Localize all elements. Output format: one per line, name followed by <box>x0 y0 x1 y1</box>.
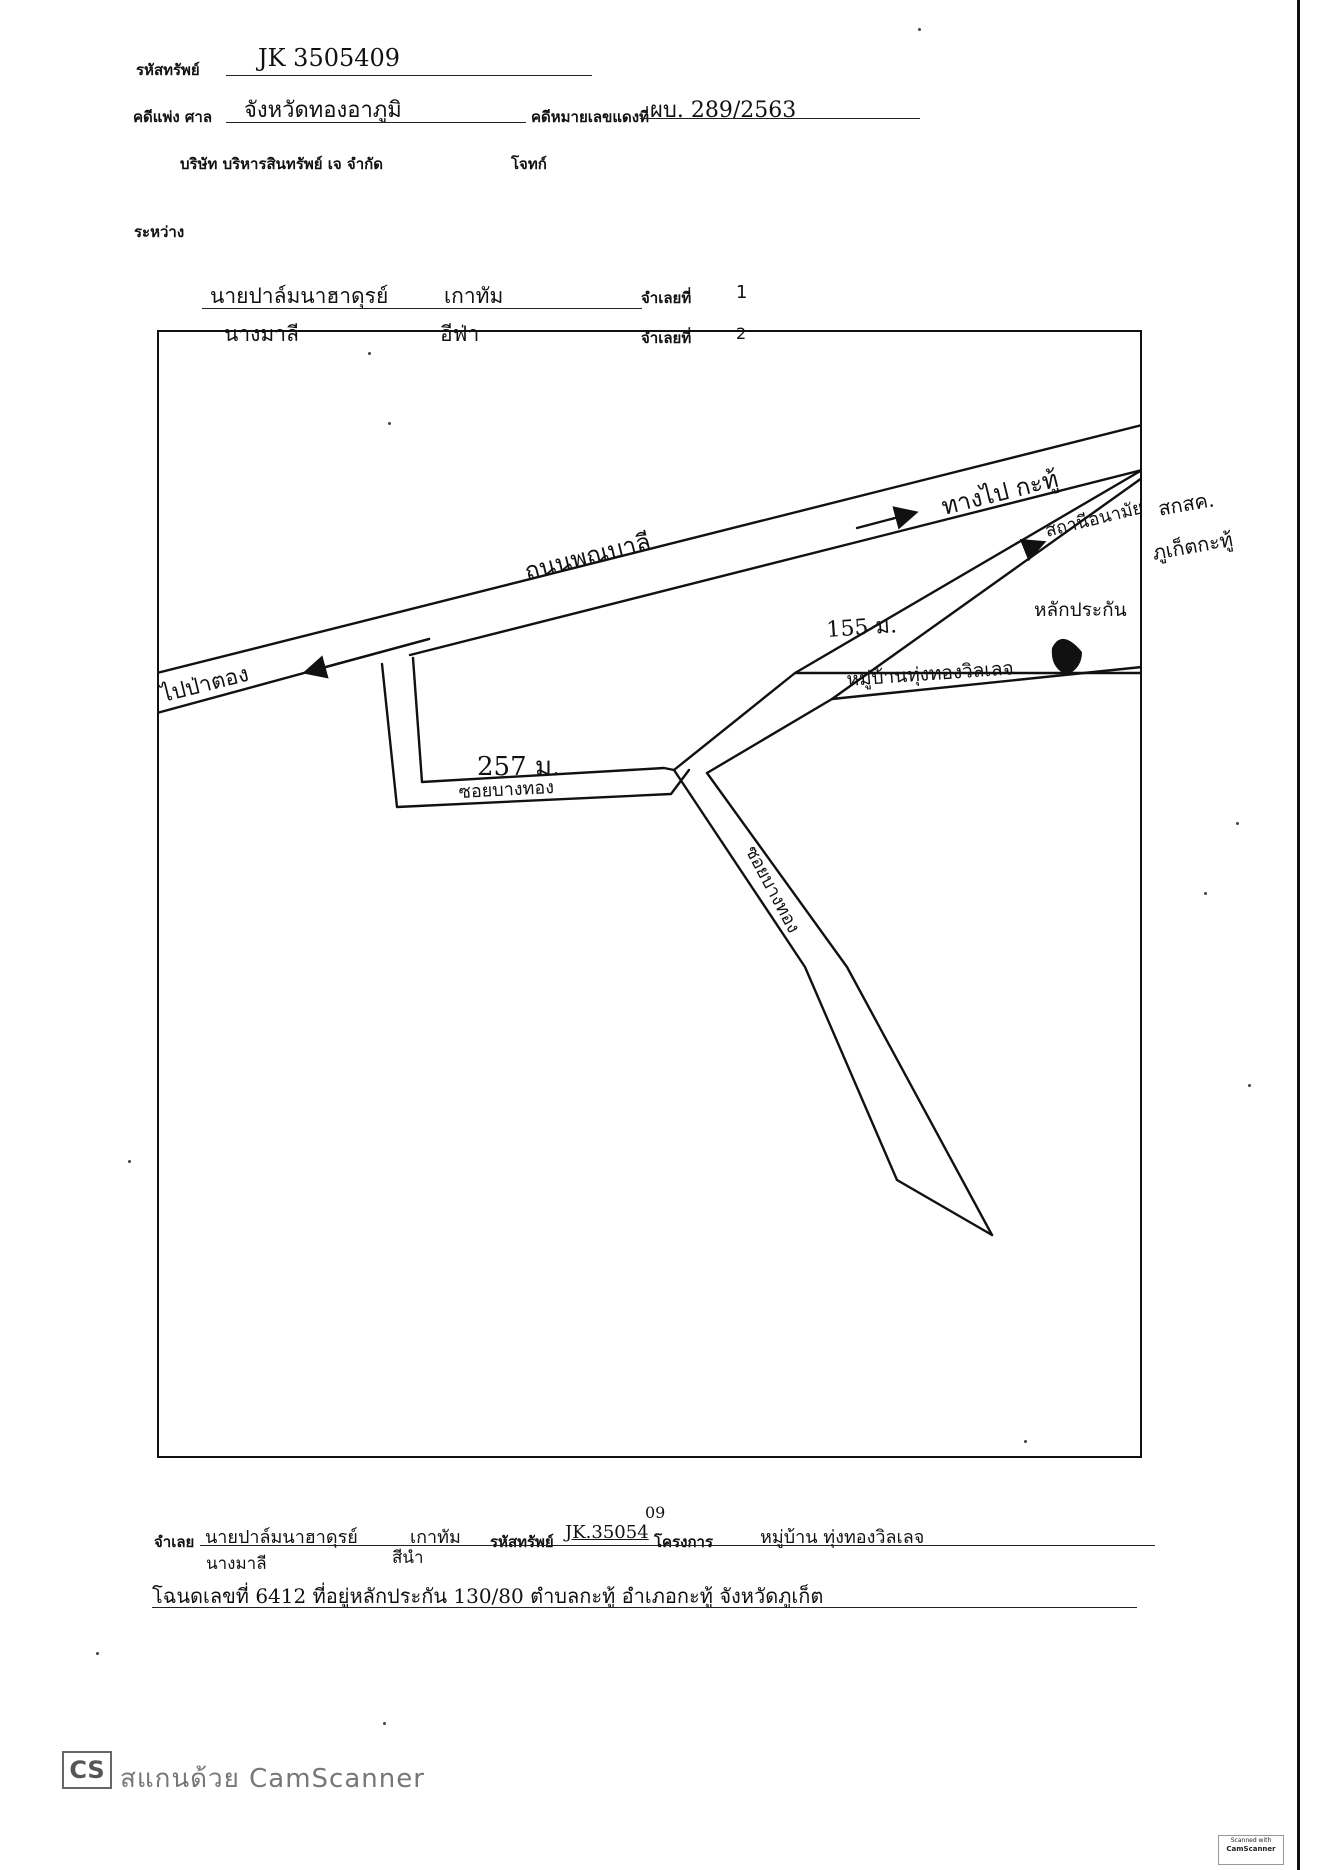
camscanner-badge: Scanned with CamScanner <box>1218 1835 1284 1865</box>
case-no-value: ผบ. 289/2563 <box>650 98 797 123</box>
footer-project-label: โครงการ <box>654 1533 714 1551</box>
court-underline <box>226 122 526 123</box>
defendant1-label: จำเลยที่ <box>641 289 692 307</box>
arrow-station <box>1019 538 1047 562</box>
speck <box>1024 1440 1027 1443</box>
asset-code-underline <box>226 75 592 76</box>
soi-east-edge <box>411 656 676 784</box>
map-frame <box>157 330 1142 1458</box>
soi-label-1: ซอยบางทอง <box>458 777 554 803</box>
station-label: สถานีอนามัย <box>1043 497 1142 542</box>
footer-asset-code-label: รหัสทรัพย์ <box>490 1533 554 1551</box>
footer-defendant2-surname: สีนำ <box>392 1548 424 1568</box>
camscanner-badge-line2: CamScanner <box>1226 1845 1276 1853</box>
arrow-east <box>855 506 919 530</box>
soi-west-edge <box>380 662 691 809</box>
collateral-label: หลักประกัน <box>1034 599 1127 621</box>
footer-deed-line: โฉนดเลขที่ 6412 ที่อยู่หลักประกัน 130/80… <box>152 1584 824 1608</box>
village-label: หมู่บ้านทุ่งทองวิลเลจ <box>846 657 1015 692</box>
footer-defendant-label: จำเลย <box>154 1533 195 1551</box>
defendant1-surname: เกาทัม <box>444 284 504 308</box>
footer-asset-code-suffix: 09 <box>645 1503 666 1522</box>
camscanner-watermark: สแกนด้วย CamScanner <box>120 1764 425 1794</box>
camscanner-badge-line1: Scanned with <box>1230 1837 1272 1844</box>
main-road-upper-edge <box>157 423 1142 675</box>
speck <box>368 352 371 355</box>
speck <box>1204 892 1207 895</box>
defendant2-name: นางมาลี <box>224 322 299 346</box>
speck <box>128 1160 131 1163</box>
distance-2-label: 155 ม. <box>826 613 898 643</box>
asset-code-label: รหัสทรัพย์ <box>136 61 200 79</box>
defendant2-label: จำเลยที่ <box>641 329 692 347</box>
footer-asset-code-value: JK.35054 <box>565 1522 649 1543</box>
main-road-lower-edge-right <box>408 468 1142 657</box>
court-label: คดีแพ่ง ศาล <box>133 108 213 126</box>
plaintiff-company: บริษัท บริหารสินทรัพย์ เจ จำกัด <box>180 155 383 173</box>
defendant1-underline <box>202 308 642 309</box>
asset-code-value: JK 3505409 <box>258 44 401 72</box>
diag-road-inner <box>830 476 1142 701</box>
soi-south-west-edge <box>672 768 994 1237</box>
speck <box>388 422 391 425</box>
footer-defendant-surname: เกาทัม <box>410 1527 461 1548</box>
speck <box>383 1722 386 1725</box>
case-no-underline <box>640 118 920 119</box>
speck <box>96 1652 99 1655</box>
case-no-label: คดีหมายเลขแดงที่ <box>531 108 649 126</box>
speck <box>918 28 921 31</box>
location-map: ถนนพณบาลี ไปป่าตอง ทางไป กะทู้ 257 ม. 15… <box>157 423 1142 1237</box>
speck <box>1248 1084 1251 1087</box>
main-road-label: ถนนพณบาลี <box>522 527 654 585</box>
distance-1-label: 257 ม. <box>477 752 560 782</box>
between-label: ระหว่าง <box>134 223 185 241</box>
defendant1-no: 1 <box>736 282 748 303</box>
footer-defendant-name: นายปาล์มนาฮาดุรย์ <box>205 1527 358 1548</box>
arrow-west <box>302 637 431 679</box>
plaintiff-role: โจทก์ <box>511 155 547 173</box>
soi-south-east-edge <box>705 771 994 1237</box>
defendant2-no: 2 <box>736 324 747 343</box>
footer-line-2-underline <box>152 1607 1137 1608</box>
speck <box>1236 822 1239 825</box>
footer-project-value: หมู่บ้าน ทุ่งทองวิลเลจ <box>760 1527 925 1548</box>
footer-defendant2-name: นางมาลี <box>206 1554 267 1574</box>
footer-line-1-underline <box>200 1545 1155 1546</box>
to-east-label: ทางไป กะทู้ <box>939 465 1062 522</box>
soi-label-2: ซอยบางทอง <box>741 842 804 936</box>
court-value: จังหวัดทองอาภูมิ <box>244 98 402 123</box>
camscanner-logo-icon: CS <box>62 1751 112 1789</box>
defendant2-surname: อีฟ่า <box>440 322 480 346</box>
defendant1-name: นายปาล์มนาฮาดุรย์ <box>210 284 389 308</box>
collateral-marker-icon <box>1051 638 1082 675</box>
